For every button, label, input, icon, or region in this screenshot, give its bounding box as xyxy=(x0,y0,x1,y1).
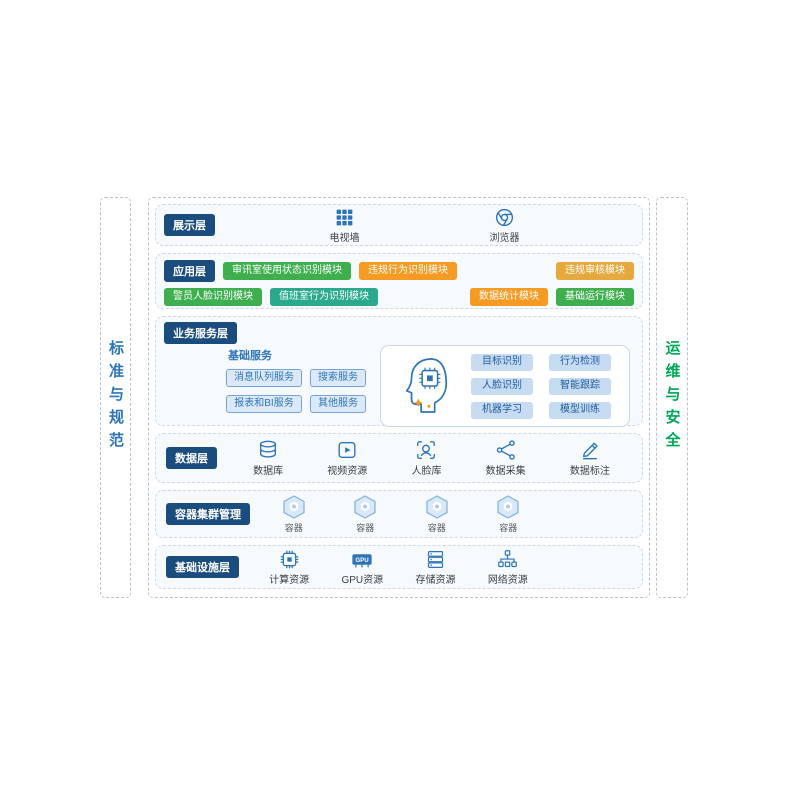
network-resource-label: 网络资源 xyxy=(487,574,528,586)
browser-icon xyxy=(494,207,515,228)
ai-capabilities-card: 目标识别 行为检测 人脸识别 智能跟踪 机器学习 模型训练 xyxy=(380,345,630,427)
ai-capability-chip: 模型训练 xyxy=(549,401,611,419)
data-annotate-item: 数据标注 xyxy=(570,439,610,477)
layer-presentation: 展示层 电视墙 浏览器 xyxy=(155,204,643,246)
browser-label: 浏览器 xyxy=(489,232,520,244)
data-items: 数据库 视频资源 人脸库 xyxy=(231,439,632,477)
container-hexagon-icon xyxy=(424,494,450,520)
gpu-resource-item: GPU GPU资源 xyxy=(341,549,383,586)
container-label: 容器 xyxy=(499,523,518,533)
face-library-label: 人脸库 xyxy=(411,466,442,477)
application-layer-label: 应用层 xyxy=(164,260,215,282)
gpu-resource-label: GPU资源 xyxy=(341,574,384,586)
network-icon xyxy=(497,549,518,570)
compute-resource-item: 计算资源 xyxy=(269,549,309,586)
data-collect-item: 数据采集 xyxy=(486,439,526,477)
data-layer-label: 数据层 xyxy=(166,447,217,469)
compute-resource-label: 计算资源 xyxy=(269,574,310,586)
data-collect-icon xyxy=(495,439,517,461)
presentation-items: 电视墙 浏览器 xyxy=(215,207,634,244)
ai-head-chip-icon xyxy=(399,355,453,417)
ai-capability-chip: 行为检测 xyxy=(549,353,611,371)
ai-capability-chip: 目标识别 xyxy=(471,353,533,371)
ai-capability-chip: 智能跟踪 xyxy=(549,377,611,395)
right-pillar-label: 运维与安全 xyxy=(663,340,681,455)
service-chip: 消息队列服务 xyxy=(226,369,302,387)
service-chip: 报表和BI服务 xyxy=(226,395,302,413)
right-pillar: 运维与安全 xyxy=(656,197,688,598)
data-collect-label: 数据采集 xyxy=(485,466,526,477)
database-item: 数据库 xyxy=(253,439,283,477)
network-resource-item: 网络资源 xyxy=(488,549,528,586)
data-annotate-label: 数据标注 xyxy=(569,466,610,477)
infrastructure-layer-label: 基础设施层 xyxy=(166,556,239,578)
service-chip: 其他服务 xyxy=(310,395,366,413)
container-layer-label: 容器集群管理 xyxy=(166,503,250,525)
container-item: 容器 xyxy=(281,494,307,534)
tv-wall-label: 电视墙 xyxy=(329,232,360,244)
storage-resource-label: 存储资源 xyxy=(415,574,456,586)
video-resource-icon xyxy=(336,439,358,461)
module-chip: 数据统计模块 xyxy=(470,288,548,306)
data-annotate-icon xyxy=(579,439,601,461)
container-item: 容器 xyxy=(495,494,521,534)
container-item: 容器 xyxy=(352,494,378,534)
left-pillar: 标准与规范 xyxy=(100,197,131,598)
basic-services-block: 基础服务 消息队列服务 搜索服务 报表和BI服务 其他服务 xyxy=(226,345,366,413)
ai-capability-chip: 机器学习 xyxy=(471,401,533,419)
infrastructure-items: 计算资源 GPU GPU资源 存储资源 xyxy=(253,549,544,586)
storage-icon xyxy=(425,549,446,570)
face-library-item: 人脸库 xyxy=(411,439,441,477)
svg-text:GPU: GPU xyxy=(356,557,370,564)
container-hexagon-icon xyxy=(495,494,521,520)
database-icon xyxy=(257,439,279,461)
video-resource-item: 视频资源 xyxy=(327,439,367,477)
application-modules-row-1: 应用层 审讯室使用状态识别模块 违规行为识别模块 违规审核模块 xyxy=(164,260,634,282)
module-chip: 值班室行为识别模块 xyxy=(270,288,378,306)
layer-business: 业务服务层 基础服务 消息队列服务 搜索服务 报表和BI服务 其他服务 xyxy=(155,316,643,427)
container-label: 容器 xyxy=(356,523,375,533)
presentation-layer-label: 展示层 xyxy=(164,214,215,236)
ai-capabilities-grid: 目标识别 行为检测 人脸识别 智能跟踪 机器学习 模型训练 xyxy=(471,353,611,419)
layer-data: 数据层 数据库 视频资源 xyxy=(155,433,643,483)
container-label: 容器 xyxy=(427,523,446,533)
storage-resource-item: 存储资源 xyxy=(415,549,455,586)
module-chip: 违规行为识别模块 xyxy=(359,262,457,280)
tv-wall-icon xyxy=(334,207,355,228)
container-hexagon-icon xyxy=(352,494,378,520)
ai-capability-chip: 人脸识别 xyxy=(471,377,533,395)
business-layer-label: 业务服务层 xyxy=(164,322,237,344)
module-chip: 审讯室使用状态识别模块 xyxy=(223,262,351,280)
service-chip: 搜索服务 xyxy=(310,369,366,387)
container-label: 容器 xyxy=(284,523,303,533)
basic-services-grid: 消息队列服务 搜索服务 报表和BI服务 其他服务 xyxy=(226,369,366,413)
container-items: 容器 容器 容器 容器 xyxy=(258,494,544,534)
basic-services-title: 基础服务 xyxy=(228,350,272,362)
main-panel: 展示层 电视墙 浏览器 应用层 审讯室使用 xyxy=(148,197,650,598)
application-modules-row-2: 警员人脸识别模块 值班室行为识别模块 数据统计模块 基础运行模块 xyxy=(164,288,634,306)
browser-item: 浏览器 xyxy=(490,207,520,244)
layer-container-cluster: 容器集群管理 容器 容器 xyxy=(155,490,643,538)
module-chip: 警员人脸识别模块 xyxy=(164,288,262,306)
tv-wall-item: 电视墙 xyxy=(330,207,360,244)
database-label: 数据库 xyxy=(253,466,284,477)
cpu-icon xyxy=(279,549,300,570)
gpu-icon: GPU xyxy=(350,549,374,570)
module-chip: 基础运行模块 xyxy=(556,288,634,306)
face-library-icon xyxy=(415,439,437,461)
container-hexagon-icon xyxy=(281,494,307,520)
business-body: 基础服务 消息队列服务 搜索服务 报表和BI服务 其他服务 xyxy=(226,345,634,427)
module-chip: 违规审核模块 xyxy=(556,262,634,280)
layer-infrastructure: 基础设施层 计算资源 GPU GPU资源 xyxy=(155,545,643,589)
layer-application: 应用层 审讯室使用状态识别模块 违规行为识别模块 违规审核模块 警员人脸识别模块… xyxy=(155,253,643,309)
video-resource-label: 视频资源 xyxy=(327,466,368,477)
left-pillar-label: 标准与规范 xyxy=(107,340,124,455)
container-item: 容器 xyxy=(424,494,450,534)
